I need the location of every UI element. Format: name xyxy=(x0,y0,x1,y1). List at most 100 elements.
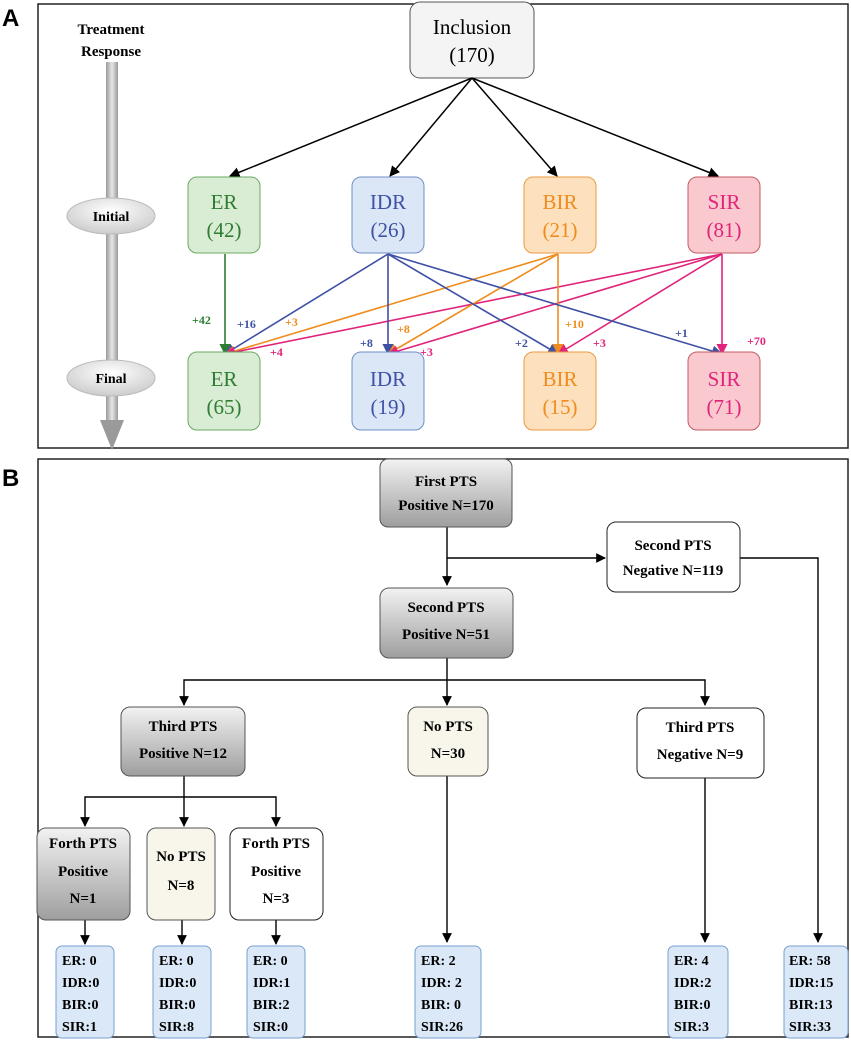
result-5-sir: SIR:3 xyxy=(674,1020,709,1035)
initial-sir-box xyxy=(687,176,761,254)
initial-er-count: (42) xyxy=(207,218,242,242)
initial-idr-count: (26) xyxy=(371,218,406,242)
result-4-bir: BIR: 0 xyxy=(421,998,461,1013)
no-pts-30-box xyxy=(407,706,489,777)
initial-bir-name: BIR xyxy=(542,190,577,214)
third-neg-line2: Negative N=9 xyxy=(657,747,743,763)
result-box-4 xyxy=(414,945,482,1039)
no-pts-30-line2: N=30 xyxy=(431,746,465,762)
result-3-sir: SIR:0 xyxy=(253,1020,288,1035)
result-box-3 xyxy=(246,945,306,1039)
initial-sir-name: SIR xyxy=(708,190,741,214)
no-pts-8-line1: No PTS xyxy=(156,849,206,865)
label-bir-bir: +10 xyxy=(565,317,584,331)
result-2-sir: SIR:8 xyxy=(159,1020,194,1035)
result-2-idr: IDR:0 xyxy=(159,976,196,991)
initial-bir-box xyxy=(523,176,597,254)
forth3-line3: N=3 xyxy=(263,891,290,907)
second-pts-positive-box xyxy=(379,587,514,659)
result-box-2 xyxy=(152,945,212,1039)
final-bir-name: BIR xyxy=(542,367,577,391)
third-neg-line1: Third PTS xyxy=(666,720,735,736)
forth-pts-positive-3-box xyxy=(229,827,324,921)
label-idr-bir: +2 xyxy=(515,336,528,350)
inclusion-count: (170) xyxy=(449,43,495,67)
label-idr-sir: +1 xyxy=(675,326,688,340)
final-label: Final xyxy=(95,372,126,387)
second-neg-line1: Second PTS xyxy=(634,538,711,554)
second-pos-line2: Positive N=51 xyxy=(402,627,490,643)
inclusion-label: Inclusion xyxy=(433,15,512,39)
no-pts-8-box xyxy=(146,827,216,921)
first-pts-box xyxy=(379,458,513,528)
final-sir-name: SIR xyxy=(708,367,741,391)
axis-shaft xyxy=(106,62,118,422)
initial-boxes: ER (42) IDR (26) BIR (21) SIR (81) xyxy=(187,176,761,254)
result-box-6 xyxy=(783,945,849,1039)
third-pos-line2: Positive N=12 xyxy=(139,746,227,762)
result-5-er: ER: 4 xyxy=(674,954,709,969)
arrow-inclusion-er xyxy=(229,77,473,178)
no-pts-8-line2: N=8 xyxy=(168,878,195,894)
result-2-er: ER: 0 xyxy=(159,954,194,969)
label-sir-sir: +70 xyxy=(747,334,766,348)
final-sir-count: (71) xyxy=(707,395,742,419)
transition-arrows xyxy=(219,253,728,358)
final-bir-count: (15) xyxy=(543,395,578,419)
result-1-bir: BIR:0 xyxy=(62,998,99,1013)
arrow-inclusion-idr xyxy=(389,77,473,177)
result-5-bir: BIR:0 xyxy=(674,998,711,1013)
second-pts-negative-box xyxy=(606,521,741,593)
forth1-line1: Forth PTS xyxy=(49,836,117,852)
result-4-idr: IDR: 2 xyxy=(421,976,462,991)
result-4-sir: SIR:26 xyxy=(421,1020,463,1035)
axis-title-line1: Treatment xyxy=(78,22,145,38)
axis-title-line2: Response xyxy=(81,44,141,60)
final-marker xyxy=(66,359,156,397)
final-bir-box xyxy=(523,351,597,431)
transition-idr-sir xyxy=(387,253,724,357)
result-4-er: ER: 2 xyxy=(421,954,456,969)
arrow-inclusion-sir xyxy=(471,77,719,178)
label-sir-er: +4 xyxy=(270,345,283,359)
final-boxes: ER (65) IDR (19) BIR (15) SIR (71) xyxy=(187,351,761,431)
arrow-inclusion-bir xyxy=(471,77,558,177)
second-neg-line2: Negative N=119 xyxy=(623,563,724,579)
transition-idr-bir xyxy=(387,253,559,355)
result-boxes: ER: 0 IDR:0 BIR:0 SIR:1 ER: 0 IDR:0 BIR:… xyxy=(55,945,849,1039)
inclusion-arrows xyxy=(229,77,719,178)
third-pos-line1: Third PTS xyxy=(149,719,218,735)
final-er-name: ER xyxy=(211,367,238,391)
panel-a-letter: A xyxy=(2,5,19,32)
result-6-sir: SIR:33 xyxy=(789,1020,831,1035)
initial-er-name: ER xyxy=(211,190,238,214)
label-sir-bir: +3 xyxy=(593,336,606,350)
panel-b: B First PTS Positive N=170 Second PTS N xyxy=(2,458,849,1039)
result-1-er: ER: 0 xyxy=(62,954,97,969)
label-er-er: +42 xyxy=(192,313,211,327)
label-idr-idr: +8 xyxy=(360,336,373,350)
conn-second-neg-to-result xyxy=(740,557,823,943)
transition-bir-er xyxy=(223,253,559,357)
final-er-count: (65) xyxy=(207,395,242,419)
label-bir-idr: +8 xyxy=(397,322,410,336)
treatment-response-axis: Treatment Response Initial Final xyxy=(66,22,156,450)
first-pts-line2: Positive N=170 xyxy=(398,498,494,514)
panel-b-letter: B xyxy=(2,465,19,492)
third-pts-positive-box xyxy=(120,706,246,777)
third-pts-negative-box xyxy=(636,707,765,779)
conn-second-pos-to-third-pos xyxy=(179,679,447,706)
result-3-idr: IDR:1 xyxy=(253,976,290,991)
result-5-idr: IDR:2 xyxy=(674,976,711,991)
no-pts-30-line1: No PTS xyxy=(423,719,473,735)
initial-idr-name: IDR xyxy=(370,190,406,214)
result-1-idr: IDR:0 xyxy=(62,976,99,991)
axis-arrow-head xyxy=(100,420,124,450)
second-pos-line1: Second PTS xyxy=(407,600,484,616)
result-2-bir: BIR:0 xyxy=(159,998,196,1013)
final-idr-box xyxy=(351,351,425,431)
first-pts-line1: First PTS xyxy=(415,474,477,490)
forth3-line2: Positive xyxy=(251,864,301,880)
forth1-line2: Positive xyxy=(58,864,108,880)
initial-bir-count: (21) xyxy=(543,218,578,242)
